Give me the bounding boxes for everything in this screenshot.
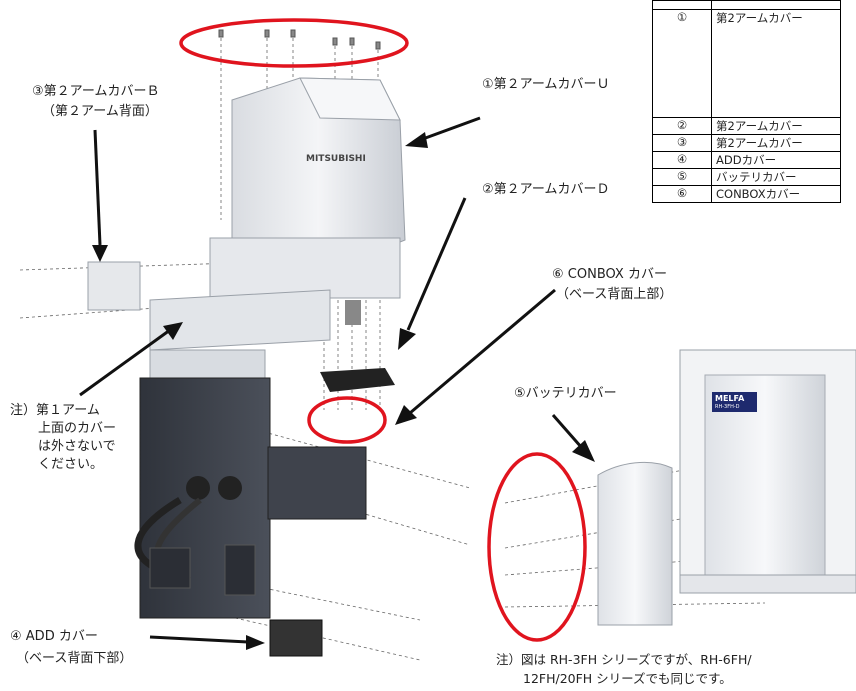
arm-brand-logo: MITSUBISHI — [306, 154, 366, 164]
battery-cover-part — [597, 461, 673, 626]
second-arm-cover — [149, 77, 406, 351]
cover-b-panel — [87, 261, 141, 311]
part-name: CONBOXカバー — [711, 185, 841, 203]
table-row: ⑥ CONBOXカバー — [652, 185, 841, 203]
label-cover-d: ②第２アームカバーＤ — [482, 182, 610, 197]
note-first-arm-line3: は外さないで — [38, 439, 116, 454]
table-row: ④ ADDカバー — [652, 151, 841, 169]
part-number: ④ — [652, 151, 712, 169]
part-number: ⑥ — [652, 185, 712, 203]
part-number: ③ — [652, 134, 712, 152]
base-brand-logo: MELFA — [715, 394, 745, 403]
add-panel — [269, 619, 323, 657]
spline-shaft — [345, 300, 361, 325]
note-series-line2: 12FH/20FH シリーズでも同じです。 — [523, 671, 732, 686]
part-name: 第2アームカバー — [711, 9, 841, 118]
label-conbox-sub: （ベース背面上部） — [556, 287, 673, 302]
part-name: 第2アームカバー — [711, 117, 841, 135]
note-first-arm-line2: 上面のカバー — [38, 421, 117, 436]
part-number: ① — [652, 9, 712, 118]
right-base-assembly — [597, 349, 856, 626]
table-row: ③ 第2アームカバー — [652, 134, 841, 152]
label-cover-b: ③第２アームカバーＢ — [32, 84, 160, 99]
label-conbox: ⑥ CONBOX カバー — [552, 267, 667, 282]
base-model-logo: RH-3FH-D — [715, 404, 740, 410]
label-battery: ⑤バッテリカバー — [514, 386, 617, 401]
note-series-line1: 注）図は RH-3FH シリーズですが、RH-6FH/ — [496, 652, 752, 667]
part-number: ② — [652, 117, 712, 135]
top-screws — [218, 29, 381, 50]
part-name: ADDカバー — [711, 151, 841, 169]
label-cover-b-sub: （第２アーム背面） — [42, 104, 158, 119]
highlight-ellipses — [179, 18, 587, 642]
label-cover-u: ①第２アームカバーＵ — [482, 77, 610, 92]
conbox-panel — [267, 446, 367, 520]
label-add-sub: （ベース背面下部） — [16, 651, 133, 666]
label-add: ④ ADD カバー — [10, 629, 98, 644]
table-row: ① 第2アームカバー — [652, 9, 841, 118]
part-name: バッテリカバー — [711, 168, 841, 186]
part-name: 第2アームカバー — [711, 134, 841, 152]
note-first-arm-line1: 注）第１アーム — [10, 403, 100, 418]
table-row: ⑤ バッテリカバー — [652, 168, 841, 186]
note-first-arm-line4: ください。 — [38, 457, 104, 472]
robot-base — [134, 349, 367, 657]
table-row: ② 第2アームカバー — [652, 117, 841, 135]
part-number: ⑤ — [652, 168, 712, 186]
pointer-arrows — [79, 116, 595, 650]
parts-table: ① 第2アームカバー ② 第2アームカバー ③ 第2アームカバー ④ ADDカバ… — [652, 0, 841, 203]
cover-d-part — [320, 368, 395, 392]
